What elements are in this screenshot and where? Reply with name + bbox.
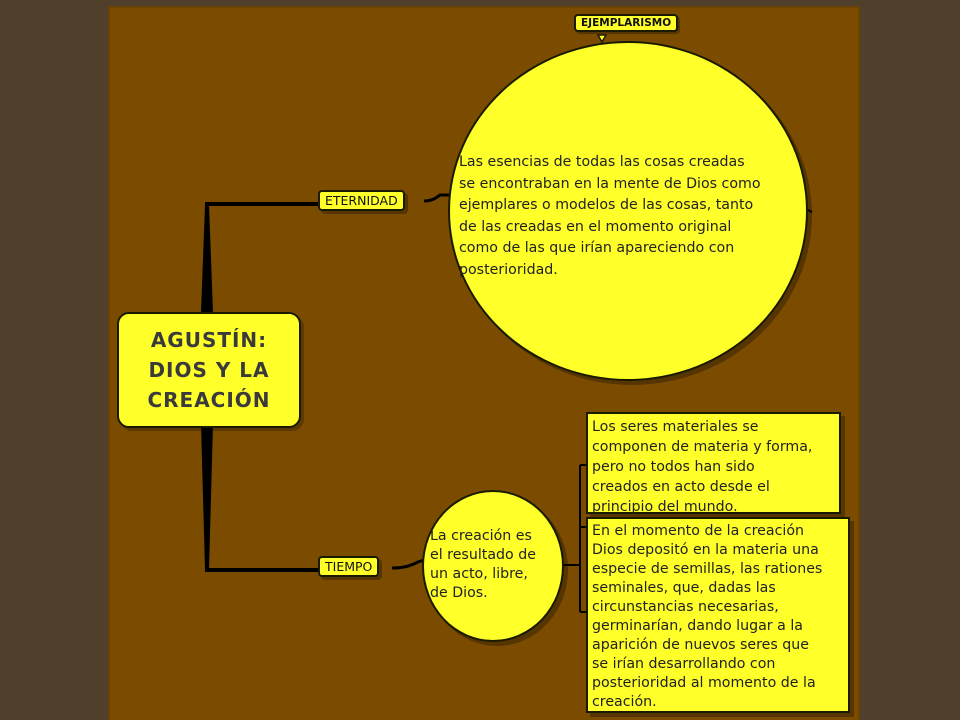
text-line: un acto, libre, [430, 566, 528, 582]
text-line: se irían desarrollando con [592, 656, 776, 672]
eternidad-label: ETERNIDAD [318, 190, 405, 211]
text-line: principio del mundo. [592, 499, 738, 515]
eternidad-to-circle-connector [423, 193, 450, 203]
tiempo-box-rationes-seminales: En el momento de la creación Dios deposi… [586, 517, 850, 713]
trunk-down-connector [201, 424, 213, 570]
text-line: pero no todos han sido [592, 459, 755, 475]
text-line: especie de semillas, las rationes [592, 561, 823, 577]
tiempo-to-circle-connector [391, 558, 425, 570]
text-line: aparición de nuevos seres que [592, 637, 810, 653]
tiempo-circle-text: La creación es el resultado de un acto, … [430, 527, 558, 603]
text-line: La creación es [430, 528, 532, 544]
eternidad-circle-text: Las esencias de todas las cosas creadas … [459, 152, 799, 282]
text-line: el resultado de [430, 547, 536, 563]
text-line: creación. [592, 694, 657, 710]
text-line: Dios depositó en la materia una [592, 542, 819, 558]
text-line: de las creadas en el momento original [459, 218, 732, 235]
callout-pointer [596, 34, 608, 44]
central-topic-line: AGUSTÍN: [150, 328, 268, 352]
tiempo-bracket-connector [564, 464, 590, 613]
text-line: germinarían, dando lugar a la [592, 618, 803, 634]
eternidad-circle [448, 41, 808, 381]
text-line: componen de materia y forma, [592, 439, 813, 455]
text-line: como de las que irían apareciendo con [459, 240, 735, 257]
tiempo-circle [422, 490, 564, 642]
tiempo-label: TIEMPO [318, 556, 380, 577]
text-line: ejemplares o modelos de las cosas, tanto [459, 197, 754, 214]
ejemplarismo-callout: EJEMPLARISMO [574, 14, 679, 32]
text-line: creados en acto desde el [592, 479, 770, 495]
text-line: se encontraban en la mente de Dios como [459, 175, 761, 192]
central-topic: AGUSTÍN: DIOS Y LA CREACIÓN [117, 312, 301, 428]
text-line: seminales, que, dadas las [592, 580, 776, 596]
text-line: Los seres materiales se [592, 419, 759, 435]
tiempo-box-materiales: Los seres materiales se componen de mate… [586, 412, 841, 515]
text-line: circunstancias necesarias, [592, 599, 779, 615]
text-line: de Dios. [430, 585, 488, 601]
text-line: En el momento de la creación [592, 523, 804, 539]
text-line: posterioridad al momento de la [592, 675, 816, 691]
central-topic-line: CREACIÓN [147, 388, 271, 412]
text-line: posterioridad. [459, 261, 558, 278]
text-line: Las esencias de todas las cosas creadas [459, 154, 745, 170]
trunk-up-connector [201, 205, 213, 312]
central-topic-line: DIOS Y LA [148, 358, 270, 382]
